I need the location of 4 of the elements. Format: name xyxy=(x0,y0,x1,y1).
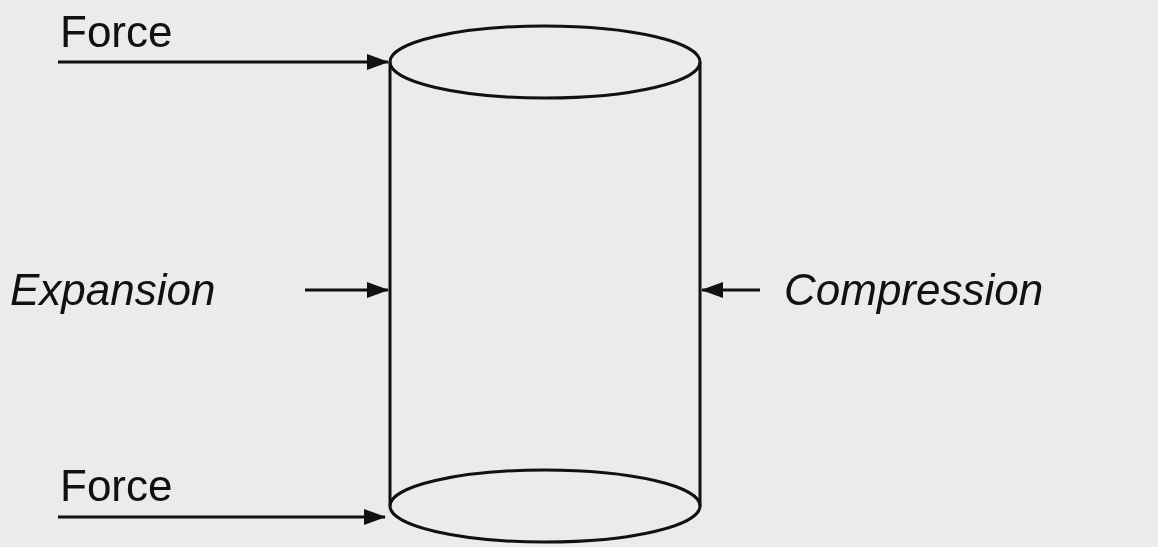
force-label: Force xyxy=(60,8,173,56)
force-label: Expansion xyxy=(10,266,216,314)
force-label: Compression xyxy=(784,266,1044,314)
force-label: Force xyxy=(60,462,173,510)
